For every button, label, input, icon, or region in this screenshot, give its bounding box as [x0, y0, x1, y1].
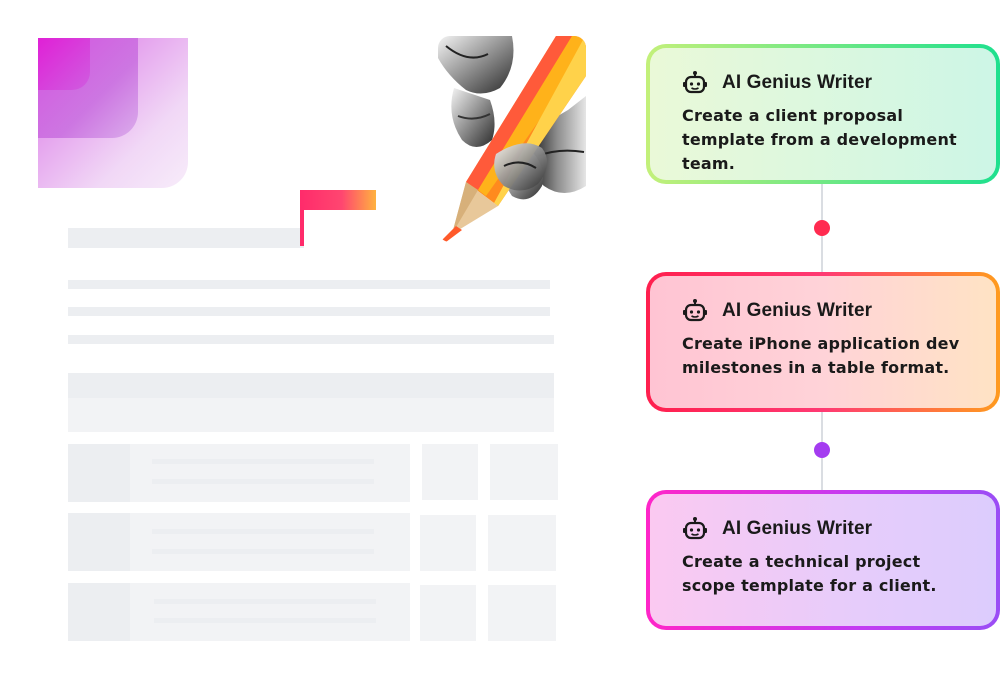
- card-prompt-text: Create a client proposal template from a…: [682, 106, 957, 173]
- prompt-card-project-scope[interactable]: AI Genius Writer Create a technical proj…: [646, 490, 1000, 630]
- text-line-placeholder: [152, 549, 374, 554]
- table-cell-placeholder: [420, 585, 476, 641]
- robot-hand-pencil-icon: [438, 36, 586, 242]
- text-line-placeholder: [68, 335, 554, 344]
- card-title: AI Genius Writer: [722, 518, 873, 539]
- text-line-placeholder: [154, 599, 376, 604]
- robot-icon: [683, 299, 707, 322]
- card-title: AI Genius Writer: [722, 300, 873, 321]
- table-header-placeholder: [68, 373, 554, 398]
- robot-icon: [683, 71, 707, 94]
- flag-marker: [300, 190, 376, 210]
- decorative-tile-corner: [38, 38, 90, 90]
- card-title: AI Genius Writer: [722, 72, 873, 93]
- table-cell-placeholder: [68, 513, 130, 571]
- card-prompt-text: Create a technical project scope templat…: [682, 552, 937, 595]
- text-line-placeholder: [68, 280, 550, 289]
- text-line-placeholder: [154, 618, 376, 623]
- table-cell-placeholder: [422, 444, 478, 500]
- table-subheader-placeholder: [68, 398, 554, 432]
- table-cell-placeholder: [490, 444, 558, 500]
- table-cell-placeholder: [68, 444, 130, 502]
- table-cell-placeholder: [488, 585, 556, 641]
- flag-pole: [300, 190, 304, 246]
- text-line-placeholder: [152, 459, 374, 464]
- prompt-card-client-proposal[interactable]: AI Genius Writer Create a client proposa…: [646, 44, 1000, 184]
- doc-title-placeholder: [68, 228, 304, 248]
- prompt-card-iphone-milestones[interactable]: AI Genius Writer Create iPhone applicati…: [646, 272, 1000, 412]
- card-prompt-text: Create iPhone application dev milestones…: [682, 334, 960, 377]
- table-cell-placeholder: [68, 583, 130, 641]
- timeline-dot: [814, 220, 830, 236]
- table-cell-placeholder: [420, 515, 476, 571]
- text-line-placeholder: [152, 479, 374, 484]
- robot-icon: [683, 517, 707, 540]
- timeline-dot: [814, 442, 830, 458]
- text-line-placeholder: [152, 529, 374, 534]
- table-cell-placeholder: [488, 515, 556, 571]
- text-line-placeholder: [68, 307, 550, 316]
